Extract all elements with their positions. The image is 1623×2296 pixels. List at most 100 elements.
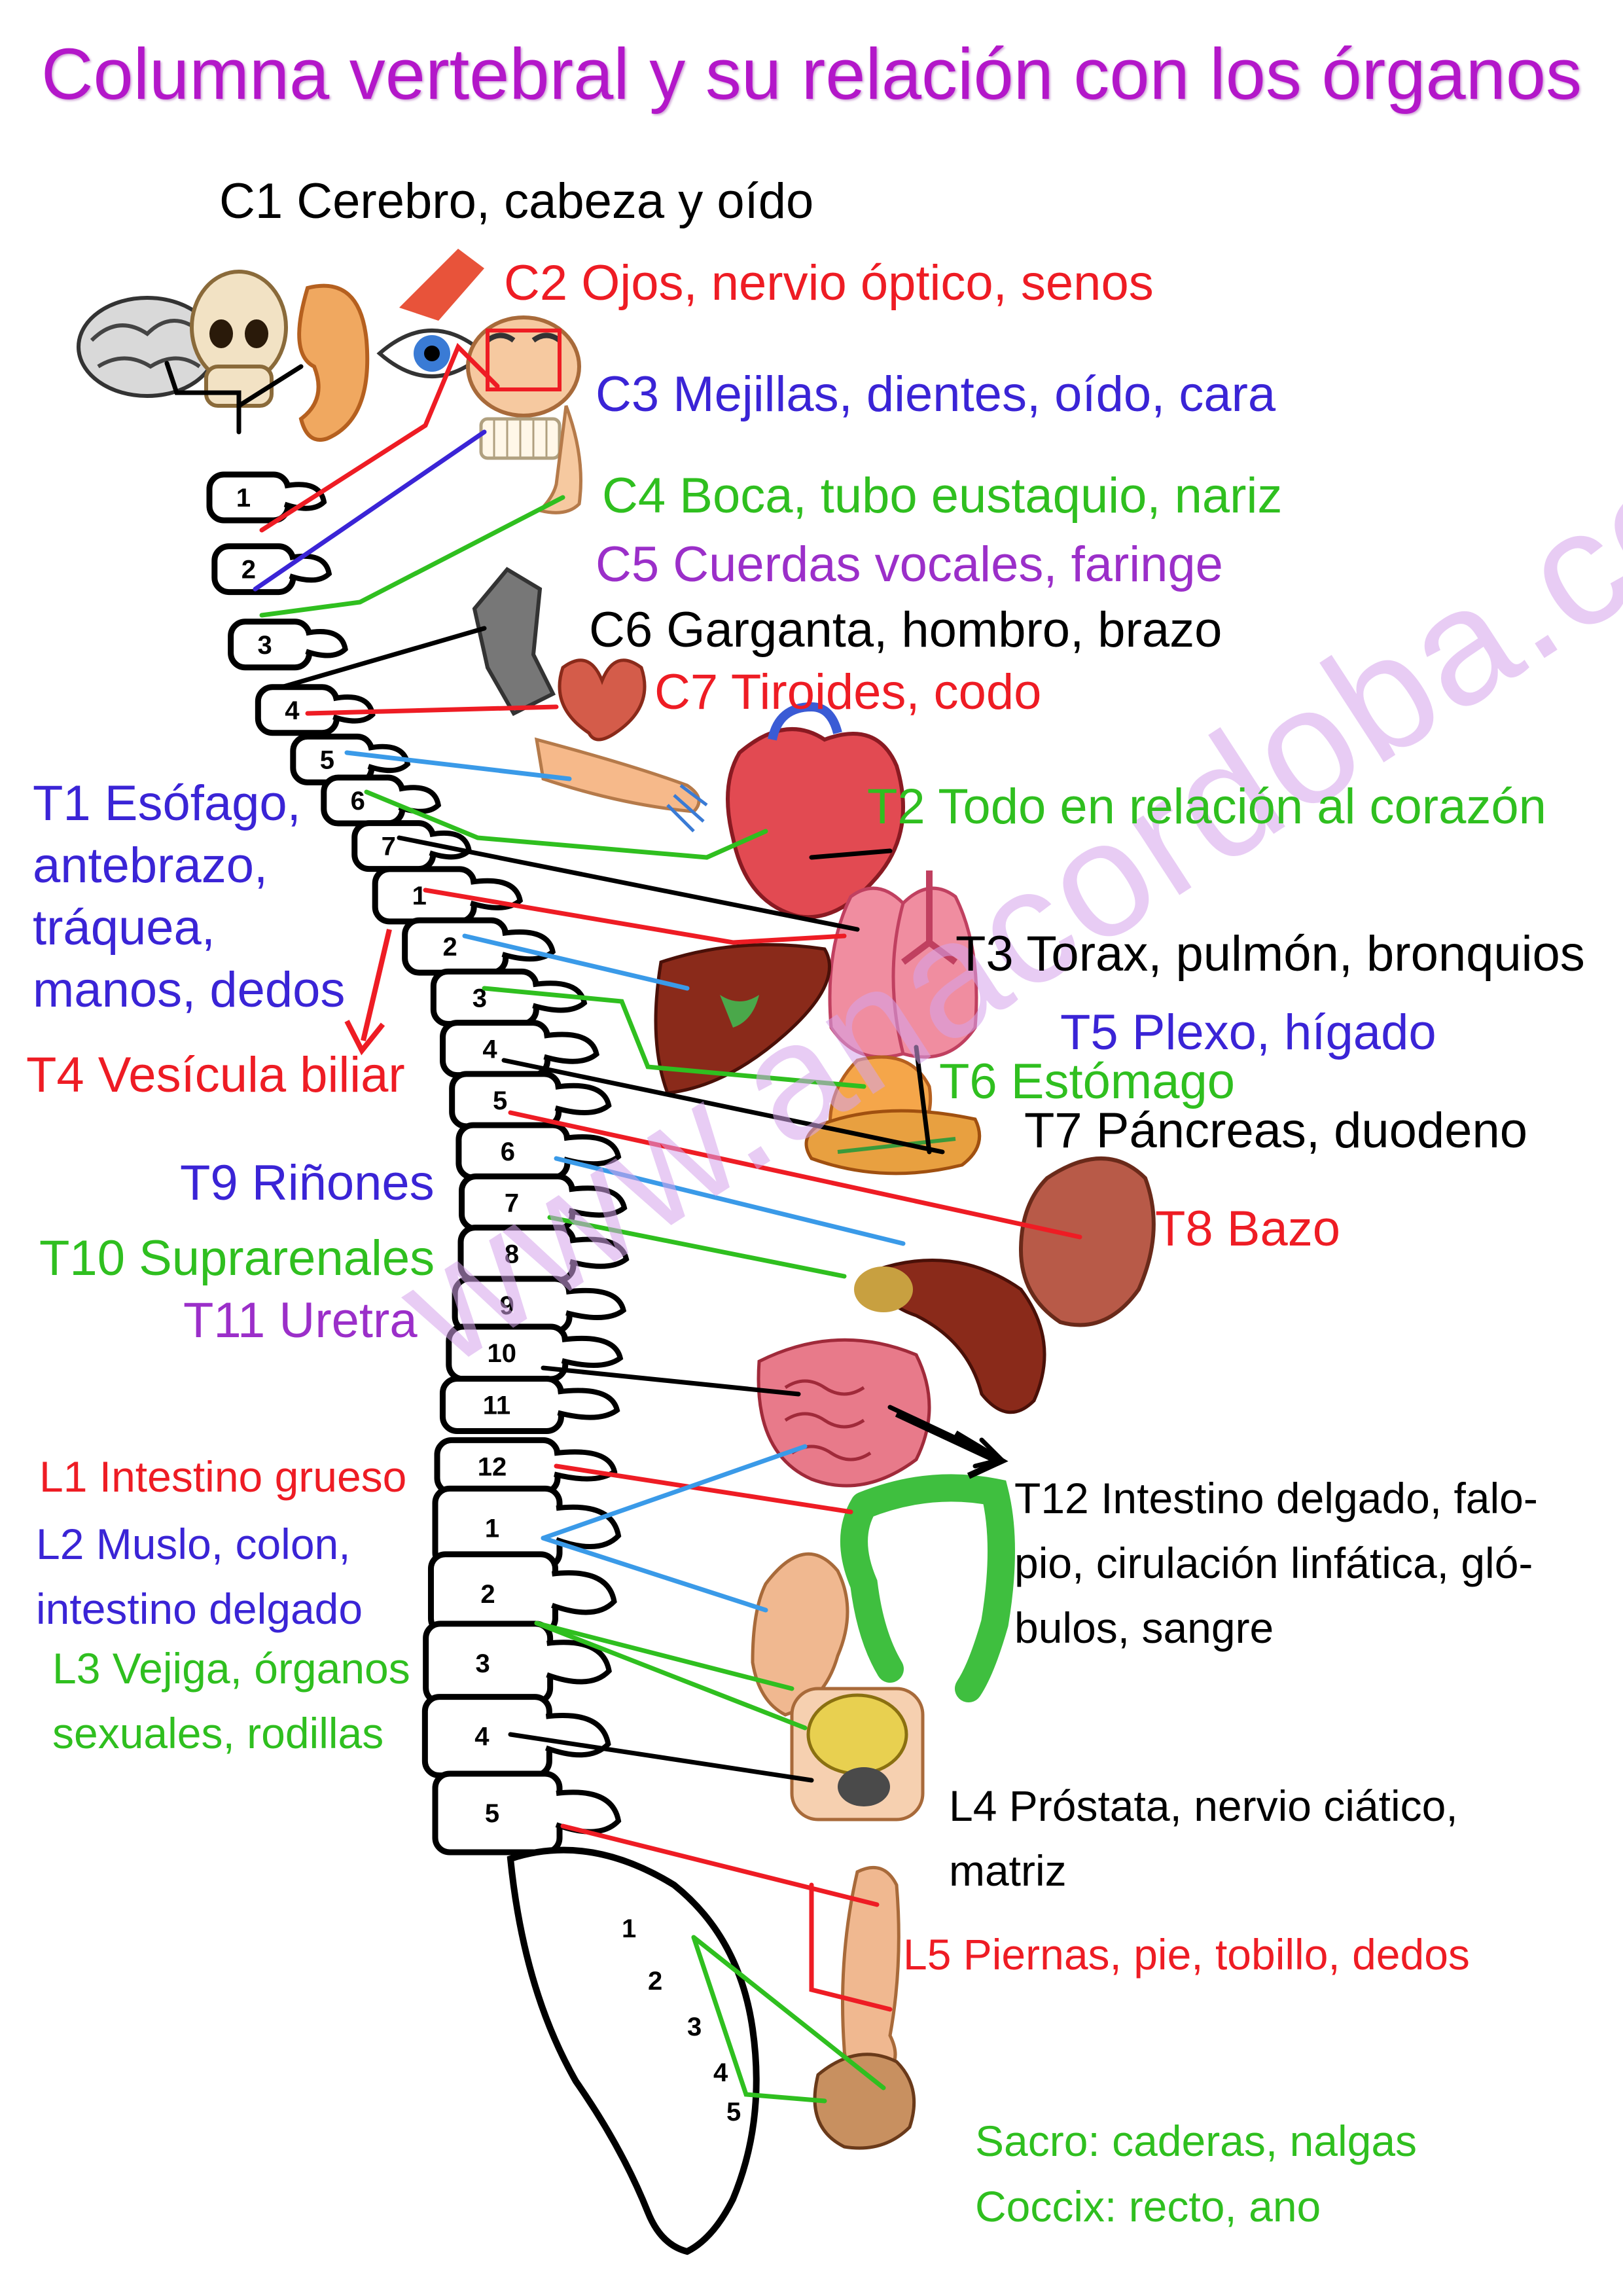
sacral-number: 3 [687, 2013, 702, 2041]
label-c5: C5 Cuerdas vocales, faringe [596, 537, 1223, 592]
vertebra-number: 7 [505, 1189, 519, 1217]
vertebra-thoracic-12: 12 [434, 1437, 618, 1496]
vertebra-number: 5 [485, 1799, 499, 1828]
vertebra-number: 10 [488, 1339, 517, 1368]
label-l3: L3 Vejiga, órganos sexuales, rodillas [52, 1636, 410, 1766]
vertebra-thoracic-4: 4 [440, 1020, 599, 1079]
label-t12-line: pio, cirulación linfática, gló- [1014, 1539, 1533, 1587]
organ-pelvis [813, 2053, 916, 2150]
label-t1-line: tráquea, [33, 900, 215, 956]
label-l4-line: L4 Próstata, nervio ciático, [949, 1782, 1458, 1830]
connector-lines [164, 342, 1082, 2104]
vertebra-number: 2 [443, 933, 457, 961]
page-title: Columna vertebral y su relación con los … [41, 34, 1582, 115]
organ-face [466, 315, 581, 418]
label-l1: L1 Intestino grueso [39, 1452, 407, 1501]
label-t5: T5 Plexo, hígado [1060, 1005, 1436, 1060]
vertebra-number: 4 [285, 696, 300, 725]
vertebra-thoracic-2: 2 [402, 917, 556, 976]
organ-bladder [790, 1687, 925, 1821]
vertebra-number: 6 [351, 787, 365, 816]
organ-liver [654, 942, 831, 1095]
vertebra-cervical-3: 3 [228, 619, 348, 671]
organ-kidney [854, 1258, 1046, 1414]
label-c2: C2 Ojos, nervio óptico, senos [504, 255, 1154, 311]
label-l3-line: L3 Vejiga, órganos [52, 1644, 410, 1693]
label-t6: T6 Estómago [939, 1054, 1235, 1109]
organ-teeth [479, 417, 562, 460]
sacral-number: 4 [713, 2058, 728, 2087]
label-t3: T3 Torax, pulmón, bronquios [955, 926, 1585, 982]
vertebra-lumbar-3: 3 [423, 1621, 612, 1706]
label-c6: C6 Garganta, hombro, brazo [589, 602, 1222, 658]
vertebra-number: 7 [382, 833, 396, 861]
organ-shoulder [472, 567, 556, 716]
vertebra-number: 2 [241, 556, 256, 584]
label-t1-line: T1 Esófago, [33, 776, 301, 831]
label-t11: T11 Uretra [183, 1293, 418, 1348]
organ-spleen [1018, 1157, 1156, 1327]
vertebra-number: 4 [474, 1723, 490, 1751]
arrow-t4 [344, 929, 392, 1056]
sacral-number: 2 [648, 1967, 662, 1996]
organ-lungs [828, 870, 978, 1059]
label-t12-line: T12 Intestino delgado, falo- [1014, 1474, 1538, 1522]
organ-ear [297, 283, 370, 442]
organ-thyroid [558, 658, 647, 742]
sacral-number: 1 [622, 1914, 636, 1943]
vertebra-number: 9 [499, 1291, 514, 1320]
vertebra-cervical-4: 4 [255, 684, 376, 736]
vertebra-number: 8 [505, 1240, 519, 1269]
label-l2-line: L2 Muslo, colon, [36, 1520, 351, 1568]
vertebra-number: 3 [257, 631, 272, 660]
label-t4: T4 Vesícula biliar [26, 1047, 405, 1103]
arrow-t12 [895, 1410, 1008, 1479]
vertebra-cervical-1: 1 [206, 471, 327, 524]
organ-heart [726, 702, 905, 920]
vertebra-number: 11 [483, 1391, 510, 1420]
label-c3: C3 Mejillas, dientes, oído, cara [596, 367, 1276, 422]
vertebra-cervical-2: 2 [211, 543, 332, 596]
label-c7: C7 Tiroides, codo [654, 664, 1042, 720]
vertebra-number: 12 [478, 1452, 507, 1481]
label-l5: L5 Piernas, pie, tobillo, dedos [903, 1930, 1470, 1979]
label-t10: T10 Suprarenales [39, 1230, 435, 1286]
vertebra-number: 1 [485, 1514, 499, 1543]
label-c4: C4 Boca, tubo eustaquio, nariz [602, 468, 1283, 524]
vertebra-number: 3 [473, 984, 487, 1013]
organ-nose [537, 405, 582, 514]
vertebra-thoracic-9: 9 [452, 1276, 627, 1335]
sacral-number: 5 [726, 2098, 741, 2126]
label-l2: L2 Muslo, colon, intestino delgado [36, 1512, 363, 1641]
organ-eye [376, 249, 488, 378]
label-t1-line: manos, dedos [33, 962, 346, 1018]
label-t12-line: bulos, sangre [1014, 1604, 1274, 1652]
label-t9: T9 Riñones [180, 1155, 435, 1211]
label-l4-line: matriz [949, 1846, 1067, 1895]
label-l3-line: sexuales, rodillas [52, 1709, 384, 1757]
label-c1: C1 Cerebro, cabeza y oído [219, 173, 814, 229]
vertebra-thoracic-3: 3 [430, 968, 588, 1027]
label-t12: T12 Intestino delgado, falo- pio, cirula… [1014, 1466, 1538, 1660]
vertebra-thoracic-8: 8 [457, 1225, 630, 1283]
vertebra-number: 4 [482, 1035, 497, 1064]
sacrum [507, 1846, 760, 2255]
organ-large-intestine [840, 1474, 1015, 1702]
vertebra-lumbar-1: 1 [432, 1485, 622, 1570]
vertebra-number: 1 [412, 882, 427, 910]
vertebra-thoracic-7: 7 [459, 1173, 628, 1232]
label-l2-line: intestino delgado [36, 1585, 363, 1633]
vertebra-number: 3 [476, 1649, 490, 1678]
label-l4: L4 Próstata, nervio ciático, matriz [949, 1774, 1458, 1903]
vertebra-number: 5 [493, 1086, 507, 1115]
label-t2: T2 Todo en relación al corazón [867, 779, 1546, 834]
label-sacro: Sacro: caderas, nalgas [975, 2117, 1418, 2165]
label-t8: T8 Bazo [1155, 1201, 1341, 1257]
label-t1: T1 Esófago, antebrazo, tráquea, manos, d… [33, 772, 345, 1021]
label-coccix: Coccix: recto, ano [975, 2182, 1321, 2231]
vertebra-thoracic-10: 10 [446, 1323, 624, 1382]
vertebra-number: 5 [320, 745, 334, 774]
organ-arm [534, 737, 708, 833]
vertebra-number: 2 [480, 1580, 495, 1609]
